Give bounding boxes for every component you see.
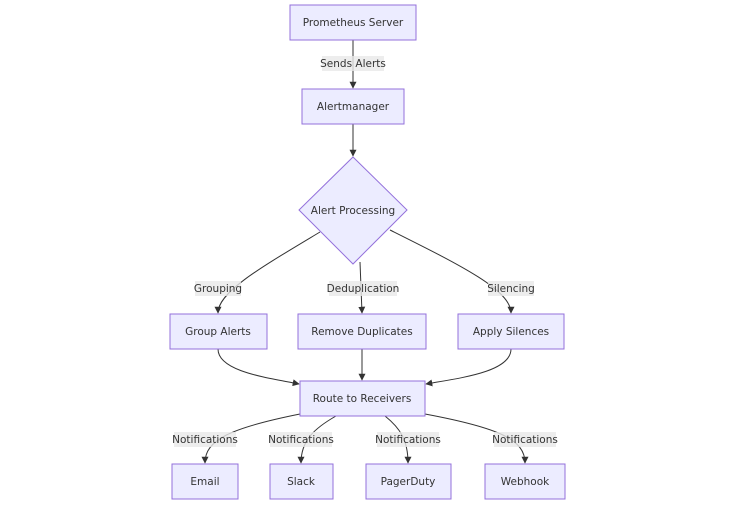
node-label: Route to Receivers xyxy=(313,393,412,405)
node-group-alerts: Group Alerts xyxy=(169,313,268,350)
edge-label-deduplication: Deduplication xyxy=(327,281,400,296)
node-slack: Slack xyxy=(269,463,334,500)
edge-label-text: Notifications xyxy=(492,434,558,446)
node-label: Email xyxy=(190,476,219,488)
node-route-to-receivers: Route to Receivers xyxy=(299,380,426,417)
edge-label-notifications-pagerduty: Notifications xyxy=(375,432,441,447)
node-webhook: Webhook xyxy=(484,463,566,500)
edge-label-text: Sends Alerts xyxy=(320,58,386,70)
node-prometheus-server: Prometheus Server xyxy=(289,4,417,41)
node-label: Slack xyxy=(287,476,316,488)
edge-silences-route xyxy=(425,348,512,387)
edge-label-text: Notifications xyxy=(375,434,441,446)
node-alert-processing: Alert Processing xyxy=(298,156,408,265)
edge-label-notifications-email: Notifications xyxy=(172,432,238,447)
edge-label-text: Deduplication xyxy=(327,283,400,295)
node-email: Email xyxy=(171,463,239,500)
node-label: Webhook xyxy=(501,476,550,488)
edge-label-notifications-slack: Notifications xyxy=(268,432,334,447)
edge-label-sends-alerts: Sends Alerts xyxy=(320,56,386,71)
node-apply-silences: Apply Silences xyxy=(457,313,565,350)
edge-label-notifications-webhook: Notifications xyxy=(492,432,558,447)
edge-label-text: Notifications xyxy=(172,434,238,446)
node-label: Alertmanager xyxy=(317,101,390,113)
node-label: Prometheus Server xyxy=(303,17,404,29)
edge-processing-group xyxy=(214,231,321,314)
edge-group-route xyxy=(217,348,300,387)
node-label: Group Alerts xyxy=(185,326,251,338)
node-label: Remove Duplicates xyxy=(311,326,412,338)
node-label: Alert Processing xyxy=(311,205,395,217)
edge-label-silencing: Silencing xyxy=(487,281,535,296)
node-label: Apply Silences xyxy=(473,326,549,338)
edge-processing-silences xyxy=(389,229,515,314)
edge-label-grouping: Grouping xyxy=(194,281,242,296)
node-alertmanager: Alertmanager xyxy=(301,88,405,125)
node-remove-duplicates: Remove Duplicates xyxy=(297,313,427,350)
edge-label-text: Grouping xyxy=(194,283,242,295)
edge-label-text: Notifications xyxy=(268,434,334,446)
node-label: PagerDuty xyxy=(381,476,436,488)
node-pagerduty: PagerDuty xyxy=(365,463,452,500)
edge-label-text: Silencing xyxy=(487,283,535,295)
